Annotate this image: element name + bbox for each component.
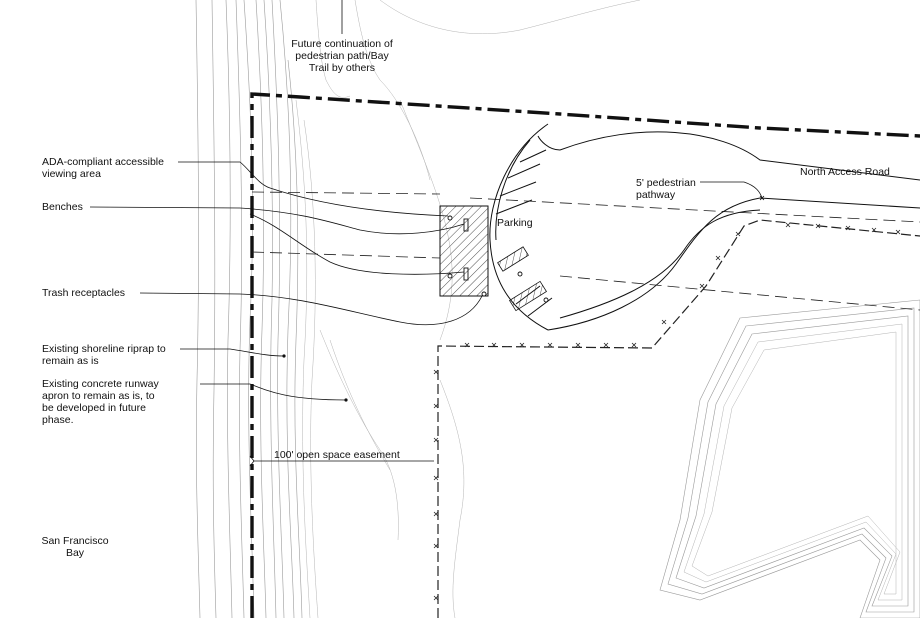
label-trash-receptacles: Trash receptacles <box>42 287 126 299</box>
label-parking: Parking <box>497 217 533 229</box>
label-future-path: Future continuation of pedestrian path/B… <box>291 38 393 74</box>
dashed-line-lower-right <box>559 275 920 311</box>
trash-receptacle-icon <box>481 291 487 297</box>
fence-markers <box>433 222 901 601</box>
hatched-ramp-2 <box>509 280 547 312</box>
label-open-space-easement: 100' open space easement <box>274 449 400 461</box>
mound-contours <box>659 299 920 618</box>
label-ada-viewing-area: ADA-compliant accessible viewing area <box>42 156 164 180</box>
label-north-access-road: North Access Road <box>800 166 890 178</box>
north-access-road-edge-top <box>559 131 920 181</box>
bench-icon <box>463 218 469 232</box>
label-san-francisco-bay: San Francisco Bay <box>41 535 109 559</box>
label-shoreline-riprap: Existing shoreline riprap to remain as i… <box>42 343 166 367</box>
site-fence-line <box>437 219 920 618</box>
label-concrete-runway: Existing concrete runway apron to remain… <box>42 378 159 426</box>
trash-receptacle-icon <box>543 297 549 303</box>
dashed-line-upper <box>251 191 441 195</box>
hatched-ramp-1 <box>497 246 529 272</box>
trash-receptacle-icon <box>517 271 523 277</box>
dashed-line-lower <box>251 251 441 259</box>
trash-receptacle-icon <box>447 215 453 221</box>
shoreline-contours <box>195 0 641 618</box>
trash-receptacle-icon <box>447 273 453 279</box>
label-benches: Benches <box>42 201 83 213</box>
dashed-line-road <box>469 197 920 223</box>
bench-icon <box>463 267 469 281</box>
property-boundary <box>250 92 920 618</box>
label-pedestrian-pathway: 5' pedestrian pathway <box>636 177 696 201</box>
north-access-road-edge-bottom <box>759 197 920 209</box>
leader-lines <box>89 0 765 467</box>
